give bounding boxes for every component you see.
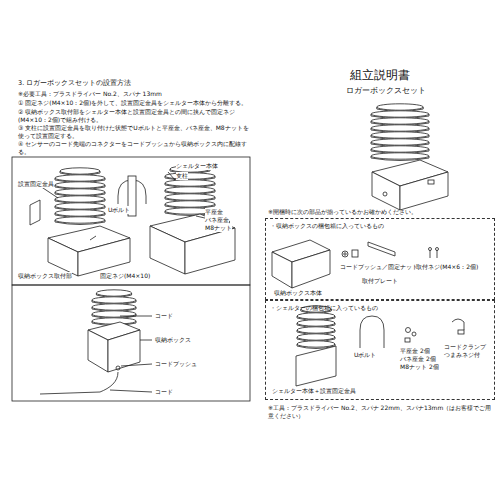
- box-heading: ・収納ボックスの梱包箱に入っているもの: [270, 222, 384, 230]
- louver: [371, 139, 429, 145]
- louver: [55, 189, 105, 195]
- part-label: 設置固定金具: [18, 180, 54, 188]
- part-label: 収納ボックス: [155, 336, 191, 344]
- shelter-body: [371, 104, 429, 161]
- panel-frame: [12, 285, 250, 401]
- step-text: ② 収納ボックス取付部をシェルター本体と設置固定金具との間に挟んで固定ネジ(M4…: [18, 108, 250, 124]
- note: ※開梱時に次の部品が揃っているかお確かめください。: [268, 208, 496, 216]
- louver: [297, 327, 335, 333]
- part-label: 収納ボックス本体: [274, 289, 322, 297]
- part-label: M8ナット 2個: [400, 363, 439, 371]
- step-text: ④ センサーのコード先端のコネクターをコードブッシュから収納ボックス内に配線する…: [18, 140, 250, 156]
- part-label: 取付プレート: [362, 277, 398, 285]
- louver: [55, 220, 105, 225]
- part-label: 平座金: [205, 208, 223, 216]
- part-label: 支柱: [176, 172, 188, 180]
- box-heading: ・シェルターの梱包箱に入っているもの: [270, 304, 378, 312]
- louver: [55, 210, 105, 216]
- part-label: Uボルト: [108, 206, 130, 214]
- logger-box: [372, 160, 448, 210]
- part-label: M8ナット: [205, 224, 232, 232]
- tool-note: ※必要工具：プラスドライバー No.2、スパナ 13mm: [18, 90, 248, 98]
- louver: [165, 187, 215, 193]
- louver: [297, 320, 335, 326]
- louver: [297, 313, 335, 319]
- louver: [377, 104, 423, 110]
- part-label: コード: [155, 388, 173, 396]
- shelter-body: [297, 306, 335, 349]
- part-label: コードクランプ つまみネジ付: [444, 343, 492, 359]
- box-with-cord: [40, 316, 152, 394]
- parts-box: ・シェルターの梱包箱に入っているものシェルター本体＋設置固定金具 Uボルト 平座金 …: [265, 300, 495, 400]
- louver: [55, 196, 105, 202]
- louver: [60, 168, 100, 174]
- louver: [165, 194, 215, 200]
- part-label: 平座金 2個: [400, 347, 430, 355]
- part-label: 固定ネジ(M4×10): [100, 272, 150, 280]
- louver: [371, 125, 429, 131]
- mount-bracket: [30, 186, 130, 276]
- part-label: 取付ネジ(M4×6：2個): [416, 263, 478, 271]
- louver: [55, 182, 105, 188]
- louver: [96, 290, 131, 296]
- shelter-body: [92, 290, 136, 326]
- part-label: Uボルト: [354, 351, 376, 359]
- louver: [55, 175, 105, 181]
- shelter-parts: [296, 316, 464, 386]
- louver: [165, 173, 215, 179]
- louver: [92, 304, 136, 310]
- page-title: 組立説明書: [350, 68, 410, 84]
- part-label: 収納ボックス取付部: [18, 272, 72, 280]
- installed-box: [118, 172, 235, 274]
- part-label: コードブッシュ／固定ナット: [340, 263, 418, 271]
- part-label: バネ座金: [205, 216, 229, 224]
- louver: [371, 153, 429, 159]
- parts-box: ・収納ボックスの梱包箱に入っているもの収納ボックス本体 コードブッシュ／固定ナット…: [265, 218, 495, 300]
- step-text: ③ 支柱に設置固定金具を取り付けた状態でUボルトと平座金、バネ座金、M8ナットを…: [18, 124, 250, 140]
- louver: [371, 132, 429, 138]
- louver: [165, 180, 215, 186]
- louver: [371, 111, 429, 117]
- shelter-body: [55, 168, 105, 225]
- part-label: コード: [155, 312, 173, 320]
- note: ※工具：プラスドライバー No.2、スパナ 22mm、スパナ13mm（はお客様で…: [268, 404, 496, 420]
- step-text: ① 固定ネジ(M4×10：2個)を外して、設置固定金具をシェルター本体から分離す…: [18, 99, 250, 107]
- part-label: シェルター本体: [176, 162, 218, 170]
- louver: [371, 118, 429, 124]
- part-label: コードブッシュ: [155, 360, 197, 368]
- louver: [297, 341, 335, 347]
- part-label: シェルター本体＋設置固定金具: [272, 387, 356, 395]
- section-heading: 3. ロガーボックスセットの設置方法: [18, 79, 248, 87]
- storage-box-parts: [272, 240, 439, 288]
- louver: [55, 203, 105, 209]
- part-label: バネ座金 2個: [400, 355, 436, 363]
- panel-frame: [12, 157, 250, 285]
- louver: [165, 201, 215, 207]
- louver: [297, 334, 335, 340]
- subtitle: ロガーボックスセット: [346, 86, 426, 96]
- louver: [92, 297, 136, 303]
- louver: [371, 146, 429, 152]
- louver: [55, 217, 105, 223]
